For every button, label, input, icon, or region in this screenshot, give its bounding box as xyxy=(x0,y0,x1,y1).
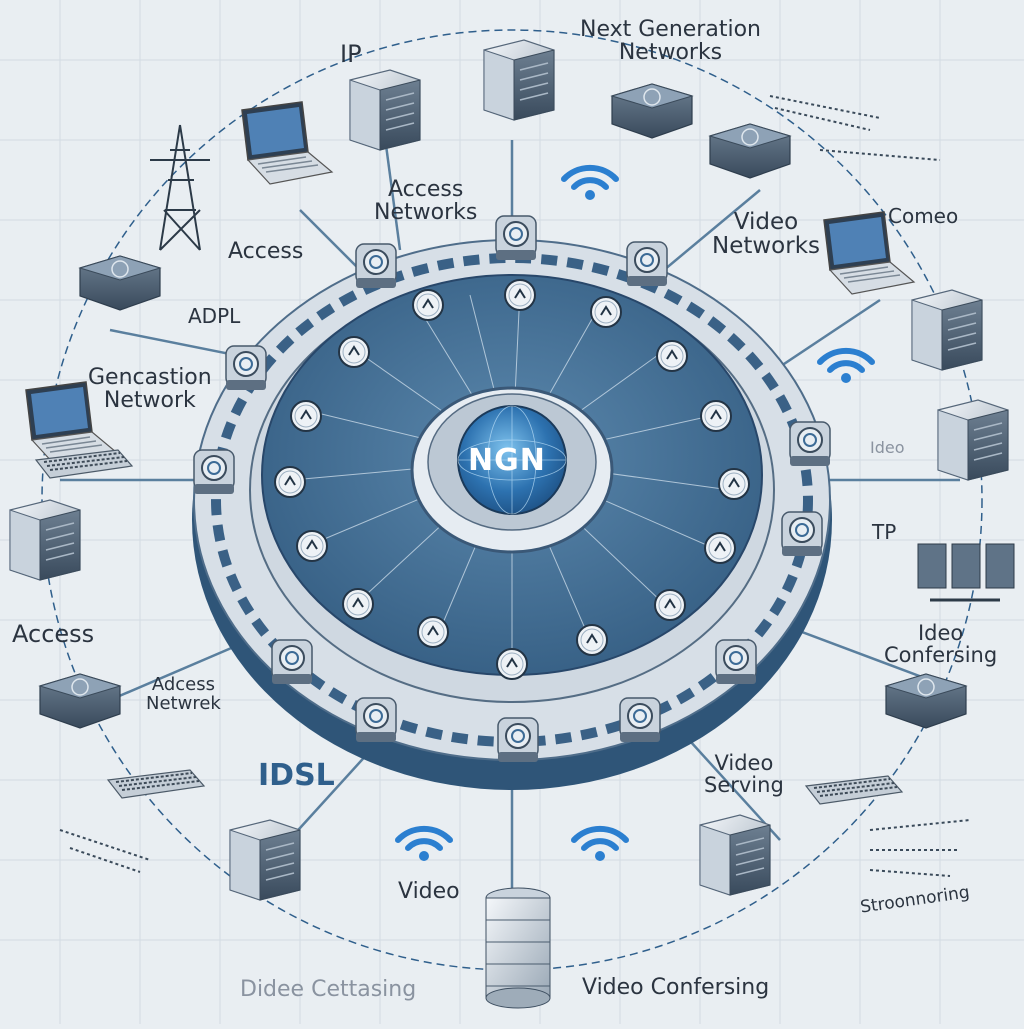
server-icon xyxy=(911,289,983,371)
label-video-confersing: Video Confersing xyxy=(582,975,770,1000)
transmission-tower-icon xyxy=(150,124,210,251)
server-icon xyxy=(229,819,301,901)
label-access-networks: Access Networks xyxy=(374,177,478,226)
label-next-generation-networks: Next Generation Networks xyxy=(580,17,761,66)
server-icon xyxy=(699,814,771,896)
decorative-text-strokes xyxy=(59,95,971,877)
orbit-ring xyxy=(41,29,983,971)
label-video-bottom: Video xyxy=(398,879,460,904)
database-icon xyxy=(485,887,551,1009)
label-access-left: Access xyxy=(12,620,95,648)
router-icon xyxy=(611,83,693,139)
label-ip: IP xyxy=(340,40,362,68)
router-icon xyxy=(79,255,161,311)
label-didee-cettasing: Didee Cettasing xyxy=(240,977,417,1002)
label-tp: TP xyxy=(872,520,897,544)
label-ideo: Ideo xyxy=(870,438,905,457)
router-icon xyxy=(39,673,121,729)
server-icon xyxy=(9,499,81,581)
wifi-icon xyxy=(820,351,872,383)
label-adpl: ADPL xyxy=(188,304,241,328)
server-icon xyxy=(483,39,555,121)
wifi-icon xyxy=(574,829,626,861)
label-gencastion-network: Gencastion Network xyxy=(88,365,212,414)
label-comeo: Comeo xyxy=(888,204,959,228)
router-icon xyxy=(709,123,791,179)
laptop-icon xyxy=(241,101,333,185)
label-video-serving: Video Serving xyxy=(704,751,784,798)
label-ideo-confersing: Ideo Confersing xyxy=(884,621,998,668)
center-label: NGN xyxy=(468,443,546,478)
server-icon xyxy=(349,69,421,151)
monitor-icon xyxy=(917,543,1015,602)
server-icon xyxy=(937,399,1009,481)
label-idsl: IDSL xyxy=(258,758,335,793)
label-adcess-netwrek: Adcess Netwrek xyxy=(146,674,221,714)
label-access-top: Access xyxy=(228,239,304,264)
wifi-icon xyxy=(564,168,616,200)
wifi-icon xyxy=(398,829,450,861)
router-icon xyxy=(885,673,967,729)
keyboard-icon xyxy=(107,769,205,799)
label-video-networks: Video Networks xyxy=(712,209,821,260)
